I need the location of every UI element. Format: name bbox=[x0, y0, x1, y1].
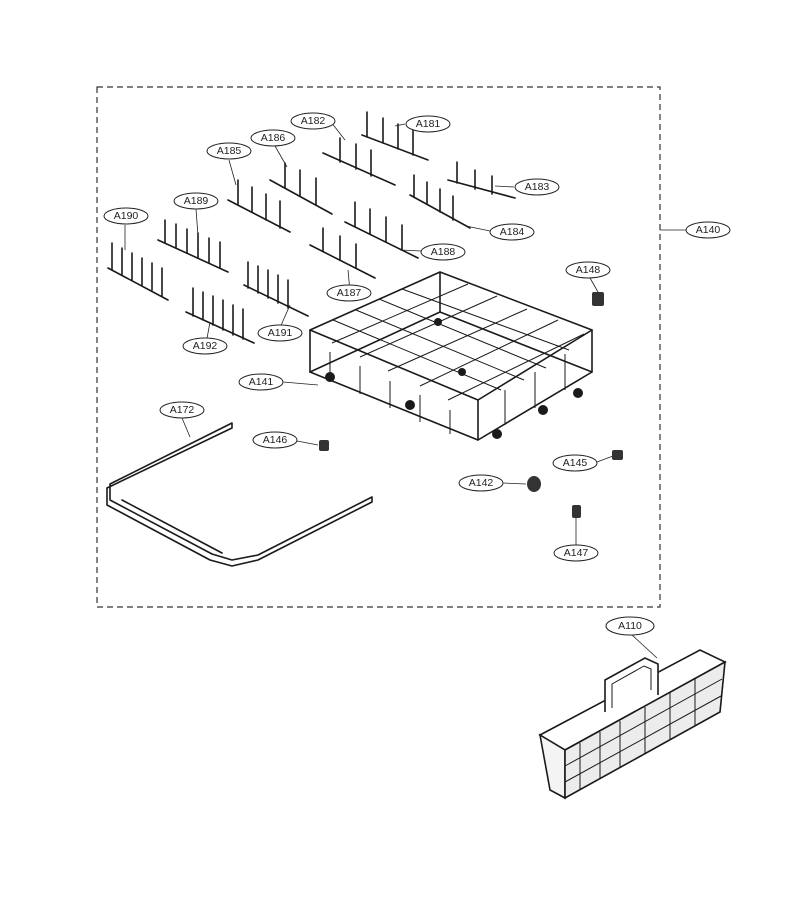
assembly-boundary bbox=[96, 86, 661, 608]
tine-rack-a189 bbox=[157, 219, 229, 273]
svg-text:A192: A192 bbox=[193, 340, 218, 352]
cutlery-basket-a110 bbox=[538, 649, 727, 800]
part-a148 bbox=[592, 292, 604, 306]
label-a172: A172 bbox=[159, 401, 205, 419]
label-a140: A140 bbox=[685, 221, 731, 239]
tine-rack-a181 bbox=[361, 111, 429, 161]
svg-text:A189: A189 bbox=[184, 195, 209, 207]
label-a192: A192 bbox=[182, 337, 228, 355]
label-a190: A190 bbox=[103, 207, 149, 225]
label-a141: A141 bbox=[238, 373, 284, 391]
tine-rack-a186 bbox=[269, 162, 333, 215]
part-a145 bbox=[612, 450, 623, 460]
tine-rack-a188 bbox=[344, 201, 419, 259]
label-a186: A186 bbox=[250, 129, 296, 147]
svg-text:A181: A181 bbox=[416, 118, 441, 130]
tine-rack-a190 bbox=[107, 242, 169, 301]
svg-text:A184: A184 bbox=[500, 226, 525, 238]
label-a148: A148 bbox=[565, 261, 611, 279]
part-a147 bbox=[572, 505, 581, 518]
svg-text:A145: A145 bbox=[563, 457, 588, 469]
svg-text:A146: A146 bbox=[263, 434, 288, 446]
label-a184: A184 bbox=[489, 223, 535, 241]
svg-text:A140: A140 bbox=[696, 224, 721, 236]
label-a142: A142 bbox=[458, 474, 504, 492]
svg-text:A188: A188 bbox=[431, 246, 456, 258]
tine-rack-a183 bbox=[447, 161, 516, 199]
lower-basket-a141 bbox=[309, 271, 593, 441]
label-a182: A182 bbox=[290, 112, 336, 130]
label-a181: A181 bbox=[405, 115, 451, 133]
svg-text:A190: A190 bbox=[114, 210, 139, 222]
tine-rack-a191 bbox=[243, 261, 309, 317]
label-a187: A187 bbox=[326, 284, 372, 302]
tine-rack-a182 bbox=[322, 137, 396, 186]
label-a145: A145 bbox=[552, 454, 598, 472]
svg-text:A187: A187 bbox=[337, 287, 362, 299]
svg-text:A142: A142 bbox=[469, 477, 494, 489]
svg-text:A148: A148 bbox=[576, 264, 601, 276]
part-a142 bbox=[527, 476, 541, 492]
tine-rack-a192 bbox=[185, 287, 255, 344]
svg-text:A183: A183 bbox=[525, 181, 550, 193]
label-a185: A185 bbox=[206, 142, 252, 160]
svg-text:A191: A191 bbox=[268, 327, 293, 339]
label-a191: A191 bbox=[257, 324, 303, 342]
label-a147: A147 bbox=[553, 544, 599, 562]
svg-text:A147: A147 bbox=[564, 547, 589, 559]
svg-text:A186: A186 bbox=[261, 132, 286, 144]
svg-text:A182: A182 bbox=[301, 115, 326, 127]
label-a110: A110 bbox=[605, 616, 655, 636]
svg-text:A141: A141 bbox=[249, 376, 274, 388]
label-a188: A188 bbox=[420, 243, 466, 261]
label-a189: A189 bbox=[173, 192, 219, 210]
svg-text:A172: A172 bbox=[170, 404, 195, 416]
lower-basket-wires bbox=[329, 283, 585, 434]
basket-wheels bbox=[325, 318, 583, 439]
rail-a172 bbox=[106, 422, 373, 567]
svg-text:A110: A110 bbox=[618, 620, 642, 632]
label-a183: A183 bbox=[514, 178, 560, 196]
label-a146: A146 bbox=[252, 431, 298, 449]
tine-rack-a185 bbox=[227, 179, 291, 233]
tine-rack-a187 bbox=[309, 227, 376, 279]
svg-text:A185: A185 bbox=[217, 145, 242, 157]
part-a146 bbox=[319, 440, 329, 451]
tine-rack-a184 bbox=[409, 174, 471, 229]
